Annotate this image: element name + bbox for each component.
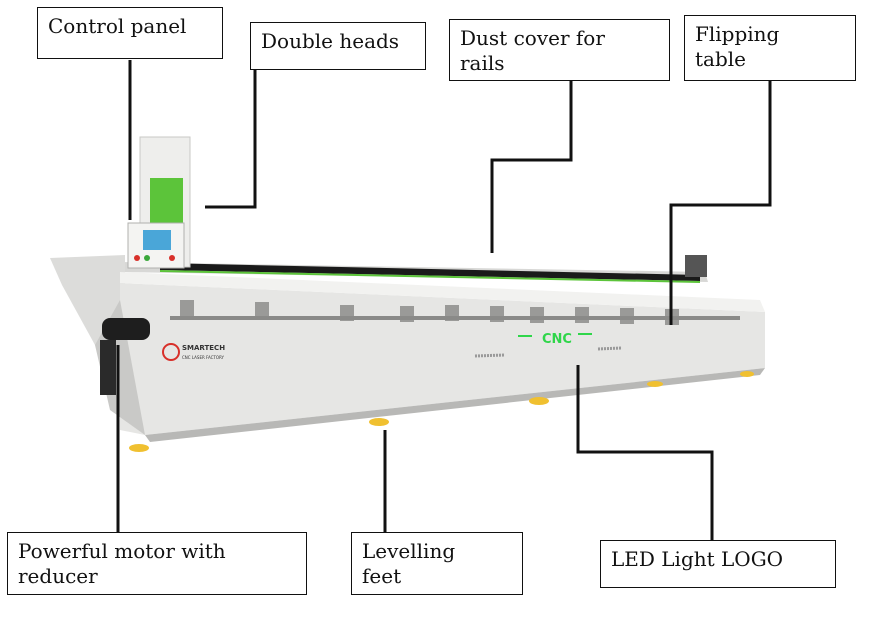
clamp bbox=[180, 300, 194, 316]
control-button-green bbox=[144, 255, 150, 261]
leader-dust-cover bbox=[490, 80, 573, 253]
foot bbox=[647, 381, 663, 387]
motor-cables bbox=[100, 340, 116, 395]
foot bbox=[529, 397, 549, 405]
label-led-logo: LED Light LOGO bbox=[600, 540, 836, 588]
label-flipping-table: Flipping table bbox=[684, 15, 856, 81]
clamp bbox=[530, 307, 544, 323]
machine-body-underside bbox=[145, 368, 765, 442]
label-dust-cover: Dust cover for rails bbox=[449, 19, 670, 81]
brand-star-icon bbox=[162, 343, 180, 361]
clamp bbox=[255, 302, 269, 318]
control-button-red-2 bbox=[169, 255, 175, 261]
led-logo-text: CNC bbox=[542, 332, 572, 347]
brand-name: SMARTECH bbox=[182, 344, 225, 352]
leader-double-heads bbox=[205, 68, 257, 209]
machine-body-front bbox=[120, 283, 765, 435]
clamp bbox=[575, 307, 589, 323]
dust-cover-strip bbox=[160, 263, 700, 281]
foot bbox=[740, 371, 754, 377]
leader-flipping-table bbox=[669, 80, 772, 325]
right-end-block bbox=[685, 255, 707, 277]
vent-right bbox=[597, 346, 623, 351]
brand-subtitle: CNC LASER FACTORY bbox=[182, 355, 225, 360]
control-panel-screen bbox=[143, 230, 171, 250]
led-logo: CNC bbox=[518, 332, 592, 347]
leader-led-logo bbox=[576, 365, 714, 540]
motor-body bbox=[102, 318, 150, 340]
brand-logo: SMARTECH CNC LASER FACTORY bbox=[162, 343, 225, 361]
label-double-heads: Double heads bbox=[250, 22, 426, 70]
levelling-feet bbox=[129, 371, 754, 452]
dust-cover-green-edge bbox=[160, 270, 700, 283]
label-control-panel: Control panel bbox=[37, 7, 223, 59]
foot bbox=[369, 418, 389, 426]
label-levelling-feet: Levelling feet bbox=[351, 532, 523, 595]
foot bbox=[129, 444, 149, 452]
label-motor: Powerful motor with reducer bbox=[7, 532, 307, 595]
machine-body-top bbox=[120, 272, 765, 312]
control-button-red bbox=[134, 255, 140, 261]
vent-left bbox=[474, 353, 506, 358]
